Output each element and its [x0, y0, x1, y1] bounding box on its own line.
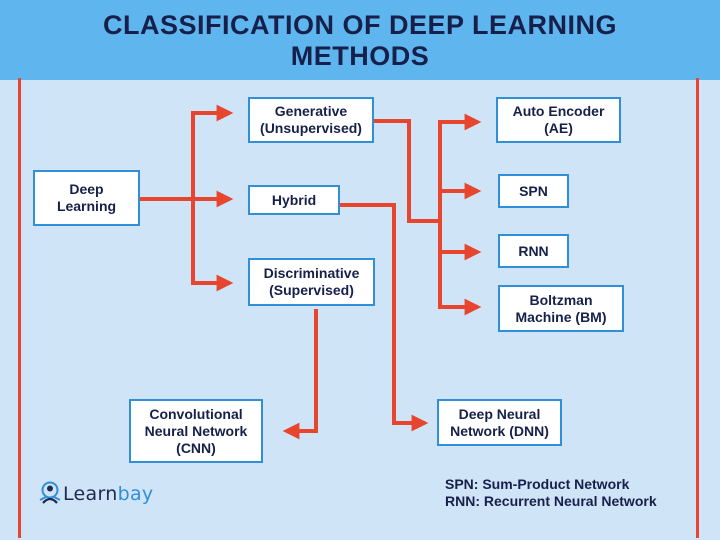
page-title: CLASSIFICATION OF DEEP LEARNING METHODS	[102, 10, 618, 71]
arrow-hybrid-to-dnn	[340, 203, 429, 432]
node-deep-learning: Deep Learning	[33, 170, 140, 226]
arrow-discriminative-to-cnn	[282, 309, 318, 440]
learnbay-logo-text-suffix: bay	[117, 483, 154, 505]
legend-item-spn: SPN: Sum-Product Network	[445, 476, 630, 492]
node-hybrid: Hybrid	[248, 185, 340, 215]
node-autoencoder: Auto Encoder (AE)	[496, 97, 621, 143]
learnbay-logo: Learnbay	[38, 481, 153, 507]
node-generative: Generative (Unsupervised)	[248, 97, 374, 143]
abbreviation-legend: SPN: Sum-Product Network RNN: Recurrent …	[445, 476, 657, 510]
arrow-generative-connector	[374, 119, 440, 223]
legend-item-rnn: RNN: Recurrent Neural Network	[445, 493, 657, 509]
node-cnn: Convolutional Neural Network (CNN)	[129, 399, 263, 463]
learnbay-logo-icon	[39, 481, 61, 504]
content-frame	[18, 78, 699, 538]
node-discriminative: Discriminative (Supervised)	[248, 258, 375, 306]
node-rnn: RNN	[498, 234, 569, 268]
header-banner	[0, 0, 720, 80]
learnbay-logo-text: Learn	[63, 483, 118, 505]
node-spn: SPN	[498, 174, 569, 208]
node-dnn: Deep Neural Network (DNN)	[437, 399, 562, 446]
node-boltzman: Boltzman Machine (BM)	[498, 285, 624, 332]
